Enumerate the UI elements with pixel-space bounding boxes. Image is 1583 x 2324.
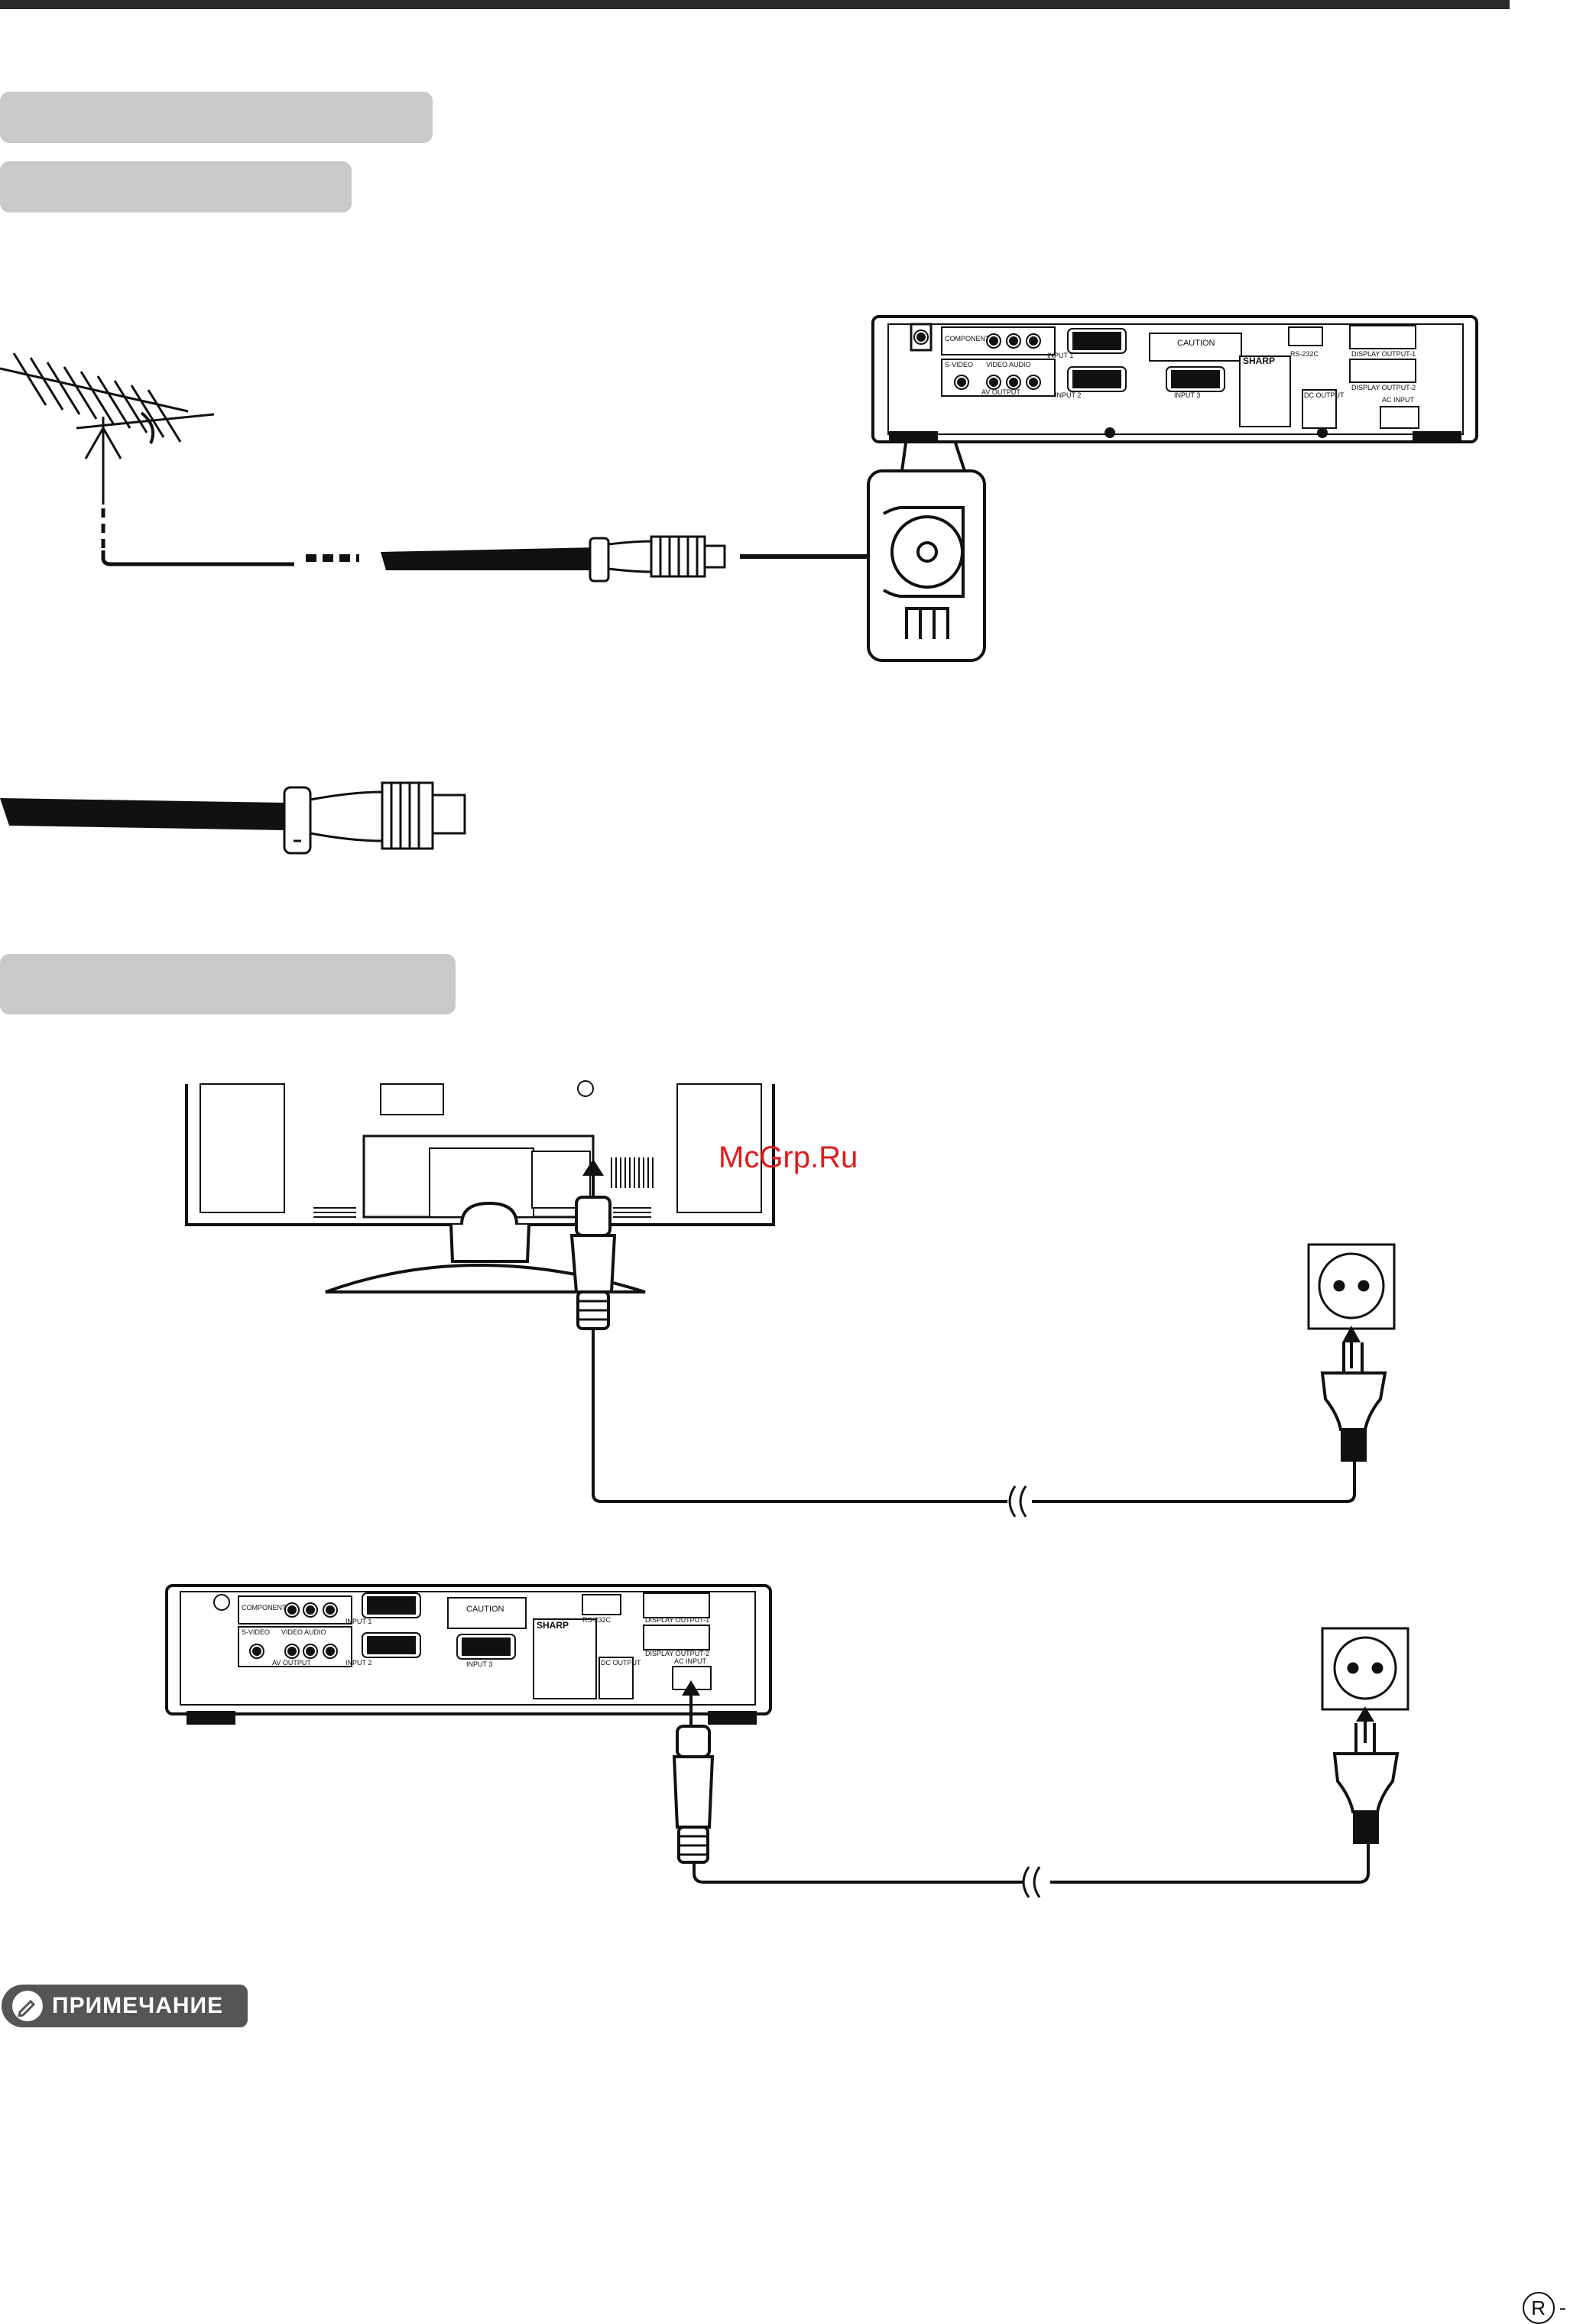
label-video-2: VIDEO (281, 1628, 303, 1636)
page-suffix: - (1559, 2296, 1566, 2319)
label-display-output-1-2: DISPLAY OUTPUT-1 (645, 1616, 709, 1624)
lcd-tv-rear (185, 1080, 775, 1293)
label-audio: AUDIO (1009, 361, 1031, 368)
note-badge: ПРИМЕЧАНИЕ (2, 1985, 248, 2027)
label-rs232c: RS-232C (1290, 350, 1319, 358)
av-receiver-bottom (165, 1584, 772, 1725)
pencil-icon (12, 1991, 43, 2021)
label-display-output-2: DISPLAY OUTPUT-2 (1351, 384, 1416, 391)
subsection-heading-antenna (0, 161, 352, 213)
label-caution-2: CAUTION (466, 1605, 504, 1614)
antenna-illustration (0, 352, 359, 566)
brand-logo-2: SHARP (537, 1620, 569, 1631)
label-input-2: INPUT 2 (1055, 391, 1081, 399)
tv-vents (313, 1157, 654, 1218)
label-display-output-2-2: DISPLAY OUTPUT-2 (645, 1650, 709, 1657)
euro-plug-1 (1320, 1342, 1387, 1462)
wall-socket-1 (1307, 1243, 1396, 1368)
receiver-power-plug (672, 1680, 1370, 1898)
label-input-3-2: INPUT 3 (466, 1660, 492, 1668)
label-caution: CAUTION (1177, 339, 1215, 348)
tv-power-plug (569, 1159, 1356, 1517)
antenna-terminal-callout (867, 359, 986, 662)
label-rs232c-2: RS-232C (582, 1616, 611, 1624)
label-s-video-2: S-VIDEO (242, 1628, 270, 1636)
euro-plug-2 (1332, 1723, 1400, 1844)
label-video: VIDEO (986, 361, 1007, 368)
page-marker: R - (1522, 2292, 1566, 2324)
label-component: COMPONENT (945, 335, 990, 342)
label-input-1-2: INPUT 1 (345, 1618, 371, 1625)
coax-cable-standalone (0, 781, 466, 855)
label-dc-output-2: DC OUTPUT (601, 1659, 641, 1667)
label-s-video: S-VIDEO (945, 361, 973, 368)
page-letter: R (1522, 2292, 1555, 2324)
brand-logo: SHARP (1243, 355, 1275, 366)
top-rule (0, 0, 1510, 9)
label-component-2: COMPONENT (242, 1604, 287, 1612)
label-ac-input-2: AC INPUT (674, 1657, 707, 1665)
label-dc-output: DC OUTPUT (1304, 391, 1345, 399)
label-display-output-1: DISPLAY OUTPUT-1 (1351, 350, 1416, 358)
coax-cable-top (381, 535, 726, 583)
label-input-1: INPUT 1 (1047, 352, 1073, 359)
label-input-3: INPUT 3 (1174, 391, 1200, 399)
label-ac-input: AC INPUT (1382, 396, 1415, 404)
section-heading-antenna (0, 92, 433, 143)
wall-socket-2 (1321, 1627, 1409, 1743)
av-receiver-top (871, 315, 1478, 443)
note-label: ПРИМЕЧАНИЕ (52, 1993, 224, 2018)
watermark: McGrp.Ru (719, 1141, 858, 1174)
label-audio-2: AUDIO (304, 1628, 326, 1636)
label-av-output-2: AV OUTPUT (272, 1659, 311, 1667)
label-input-2-2: INPUT 2 (345, 1659, 371, 1667)
section-heading-power (0, 954, 456, 1014)
label-av-output: AV OUTPUT (981, 388, 1020, 396)
